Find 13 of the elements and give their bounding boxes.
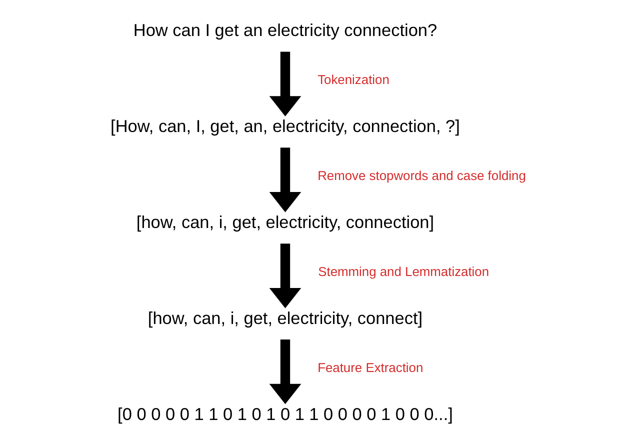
edge-label: Tokenization bbox=[318, 72, 390, 87]
node-text: [0 0 0 0 0 1 1 0 1 0 1 0 1 1 0 0 0 0 1 0 0 0...] bbox=[118, 404, 453, 424]
arrow bbox=[269, 148, 302, 212]
node-text: How can I get an electricity connection? bbox=[133, 20, 438, 40]
node-text: [how, can, i, get, electricity, connection] bbox=[136, 212, 434, 232]
node-text: [how, can, i, get, electricity, connect] bbox=[148, 308, 423, 328]
edge-label: Stemming and Lemmatization bbox=[318, 264, 490, 279]
arrow bbox=[269, 244, 302, 308]
arrow bbox=[269, 340, 302, 404]
arrow bbox=[269, 52, 302, 116]
node-text: [How, can, I, get, an, electricity, connection, ?] bbox=[110, 116, 460, 136]
edge-label: Feature Extraction bbox=[318, 360, 424, 375]
edge-label: Remove stopwords and case folding bbox=[318, 168, 526, 183]
